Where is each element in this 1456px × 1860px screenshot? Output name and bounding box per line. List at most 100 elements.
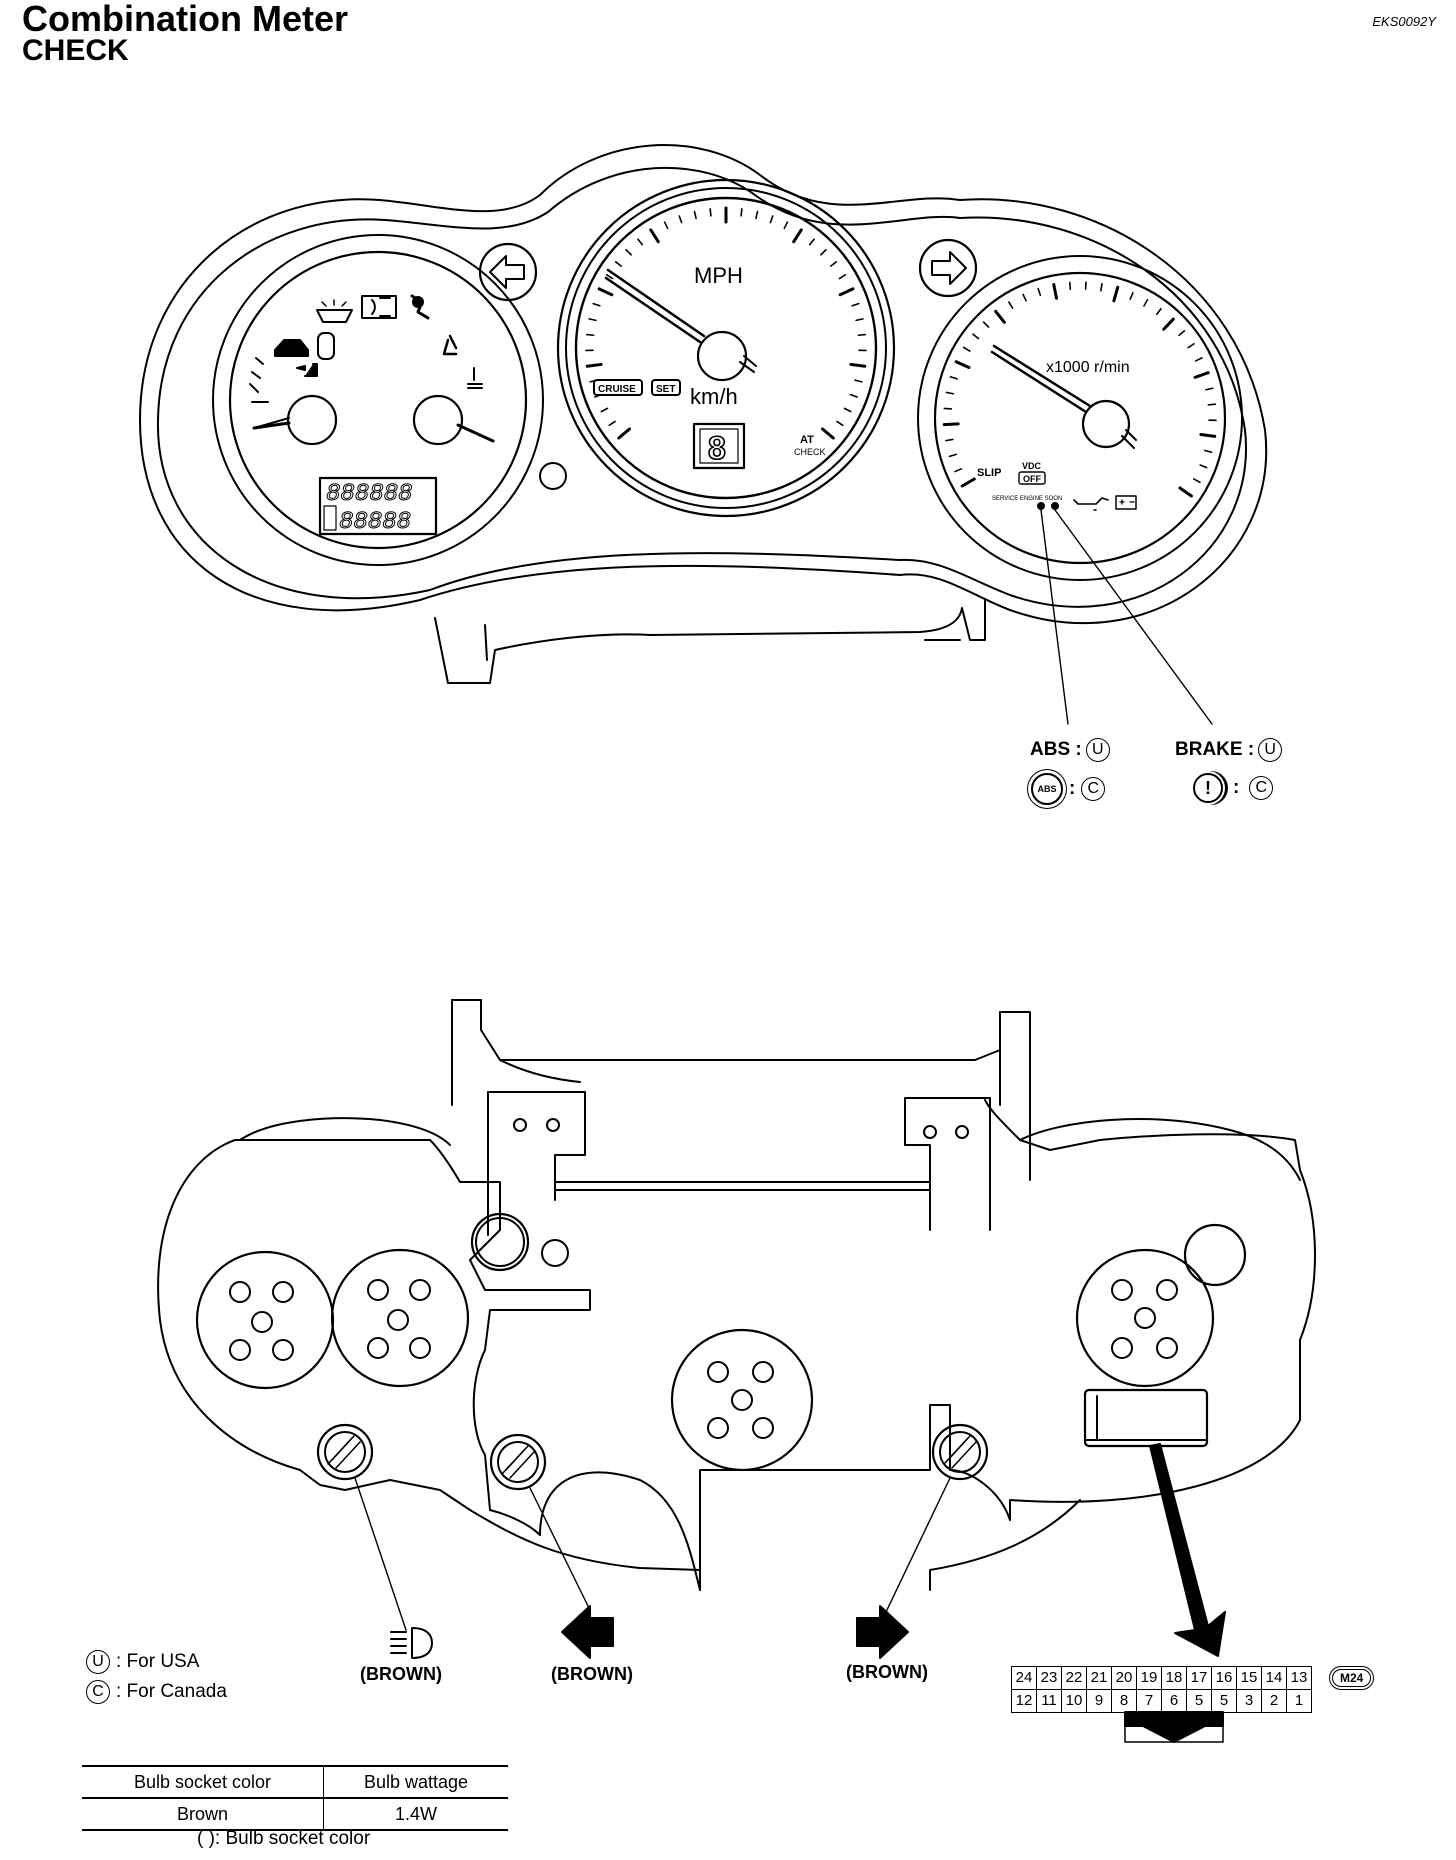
vdc-indicator-top: VDC [1022,461,1042,471]
gauge-tick [592,302,601,307]
connector-pin: 6 [1161,1690,1186,1712]
gauge-tick [663,221,669,230]
right-bracket-hole-2 [955,1125,969,1139]
gauge-tick [948,453,958,458]
odometer-line2: 88888 [339,509,411,536]
gauge-tick [755,210,759,220]
gauge-tick [843,407,852,413]
socket-speedo-right [330,1248,470,1388]
gauge-tick [857,333,867,337]
legend-canada: C : For Canada [86,1680,227,1704]
rear-housing-upper-left [239,1117,451,1146]
gauge-tick [972,333,980,340]
headlight-indicator-icon [361,295,397,319]
gauge-tick [1100,282,1103,292]
abs-symbol-icon: ABS [1031,773,1063,805]
gauge-tick [585,333,595,337]
gauge-tick [614,261,622,267]
gauge-tick [783,221,789,230]
gauge-tick [954,360,971,370]
rear-housing-outline [234,1099,1316,1591]
connector-pin: 1 [1286,1690,1311,1712]
gauge-tick [949,375,958,380]
gauge-tick [597,287,614,297]
connector-pointer-arrow [1149,1443,1226,1657]
mid-socket-leader [529,1487,589,1607]
abs-warning-lamp [1037,502,1045,510]
connector-pin: 16 [1211,1667,1236,1689]
rear-housing-upper-right [1019,1118,1301,1181]
gauge-tick [1162,317,1175,331]
fuel-hub [286,394,338,446]
connector-pin: 2 [1261,1690,1286,1712]
speedometer-ring-outer [556,178,896,518]
abs-symbol-text: ABS [1037,784,1057,794]
gauge-tick [709,208,712,217]
right-turn-signal [918,238,978,298]
bulb-table-footnote: ( ): Bulb socket color [197,1828,371,1849]
table-row: Brown 1.4W [82,1797,508,1831]
document-code: EKS0092Y [1372,14,1436,29]
page-subtitle: CHECK [22,34,129,67]
rear-connector-face [1084,1395,1208,1441]
gauge-tick [960,477,976,488]
left-gauge-face [228,250,528,550]
trip-reset-knob [539,462,567,490]
oil-pressure-icon [1073,497,1109,511]
cruise-indicator-label: CRUISE [598,384,636,395]
at-check-top: AT [800,434,814,446]
gauge-tick [1129,291,1134,300]
gauge-tick [605,274,614,280]
connector-pin: 21 [1086,1667,1111,1689]
connector-pin: 22 [1061,1667,1086,1689]
speedometer-ticks [585,206,867,440]
brake-icon-callout: ! : C [1193,773,1274,803]
rear-knob-left [470,1212,530,1272]
bulb-socket-right [931,1423,989,1481]
connector-pin: 7 [1136,1690,1161,1712]
gauge-tick [1187,343,1195,349]
connector-pin: 24 [1015,1669,1033,1686]
connector-pin: 12 [1015,1692,1033,1709]
fuel-needle-hub-line [253,417,290,429]
tachometer-ring [917,255,1243,581]
left-bracket-hole-1 [513,1118,527,1132]
gauge-tick [1193,371,1210,379]
odometer-line1: 888888 [326,481,412,508]
connector-pin: 15 [1236,1667,1261,1689]
gauge-tick [617,427,631,440]
abs-icon-colon: : [1069,778,1076,799]
abs-region-usa: U [1085,738,1110,762]
brake-symbol-text: ! [1205,778,1211,798]
gauge-tick [962,346,971,352]
gauge-tick [588,318,597,322]
bulb-table-header: Bulb socket color Bulb wattage [82,1765,508,1799]
gear-display-inner [699,428,739,464]
abs-icon-callout: ABS : C [1031,773,1106,805]
headlamp-icon [390,1627,433,1659]
seatbelt-icon [442,334,458,356]
gauge-tick [792,228,803,244]
gauge-tick [1194,357,1203,362]
gauge-tick [769,215,774,224]
brake-icon-colon: : [1233,777,1240,798]
tachometer-needle [990,344,1092,414]
left-gauge-ring [212,234,544,566]
slip-indicator: SLIP [977,467,1001,479]
gauge-tick [849,362,867,368]
gauge-tick [821,427,835,440]
left-mount-post [451,999,581,1106]
brake-symbol-icon: ! [1193,773,1223,803]
connector-pin: 20 [1111,1667,1136,1689]
connector-pin: 9 [1086,1690,1111,1712]
gauge-tick [838,274,847,280]
gauge-tick [942,422,960,427]
bulb-spec-table: Bulb socket color Bulb wattage Brown 1.4… [82,1765,508,1831]
gauge-tick [1022,293,1027,302]
gauge-tick [600,407,609,413]
connector-pin: 3 [1236,1690,1261,1712]
tachometer-ticks [942,281,1217,498]
page-title: Combination Meter [22,0,349,39]
left-socket-color: (BROWN) [360,1664,442,1684]
